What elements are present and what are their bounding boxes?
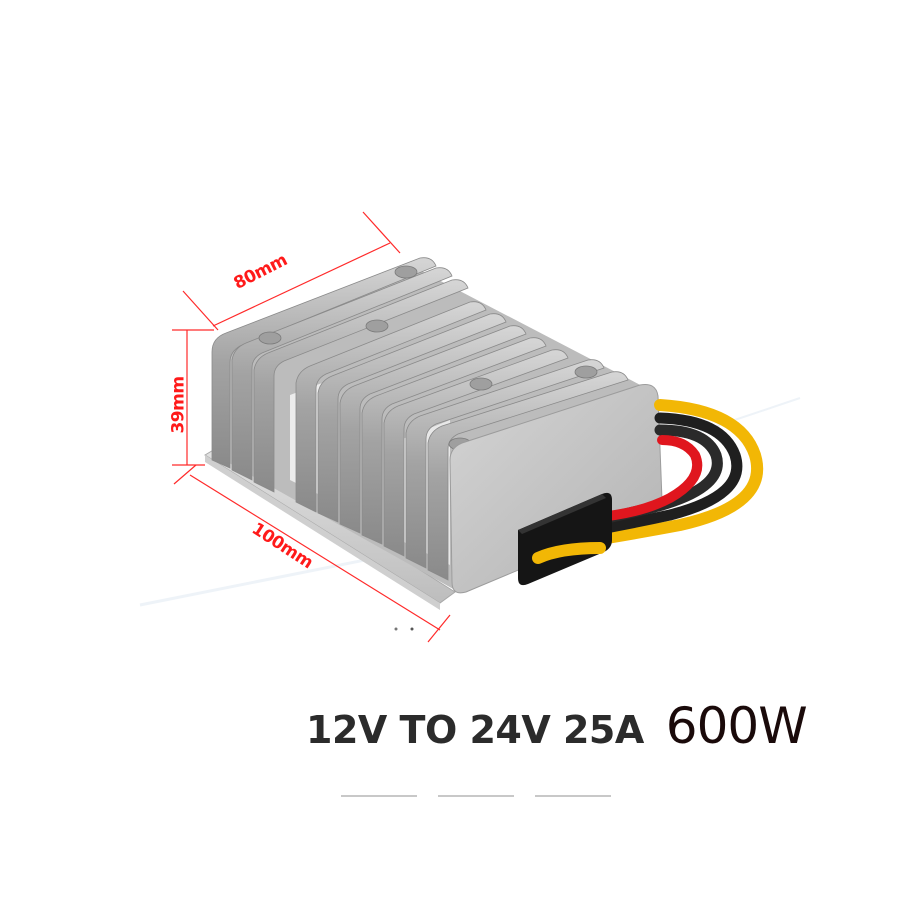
pagination-dash-1[interactable] — [341, 795, 417, 797]
pagination-dash-3[interactable] — [535, 795, 611, 797]
wire-yellow-front — [532, 542, 606, 564]
image-pagination — [341, 795, 611, 797]
wire-red — [585, 435, 703, 523]
dimension-lines — [172, 211, 451, 643]
pagination-dash-2[interactable] — [438, 795, 514, 797]
dimension-height-label: 39mm — [168, 376, 189, 434]
product-caption: 12V TO 24V 25A 600W — [306, 697, 808, 755]
heatsink-fins — [211, 257, 629, 581]
voltage-current-spec: 12V TO 24V 25A — [306, 708, 644, 752]
power-rating: 600W — [665, 697, 808, 755]
